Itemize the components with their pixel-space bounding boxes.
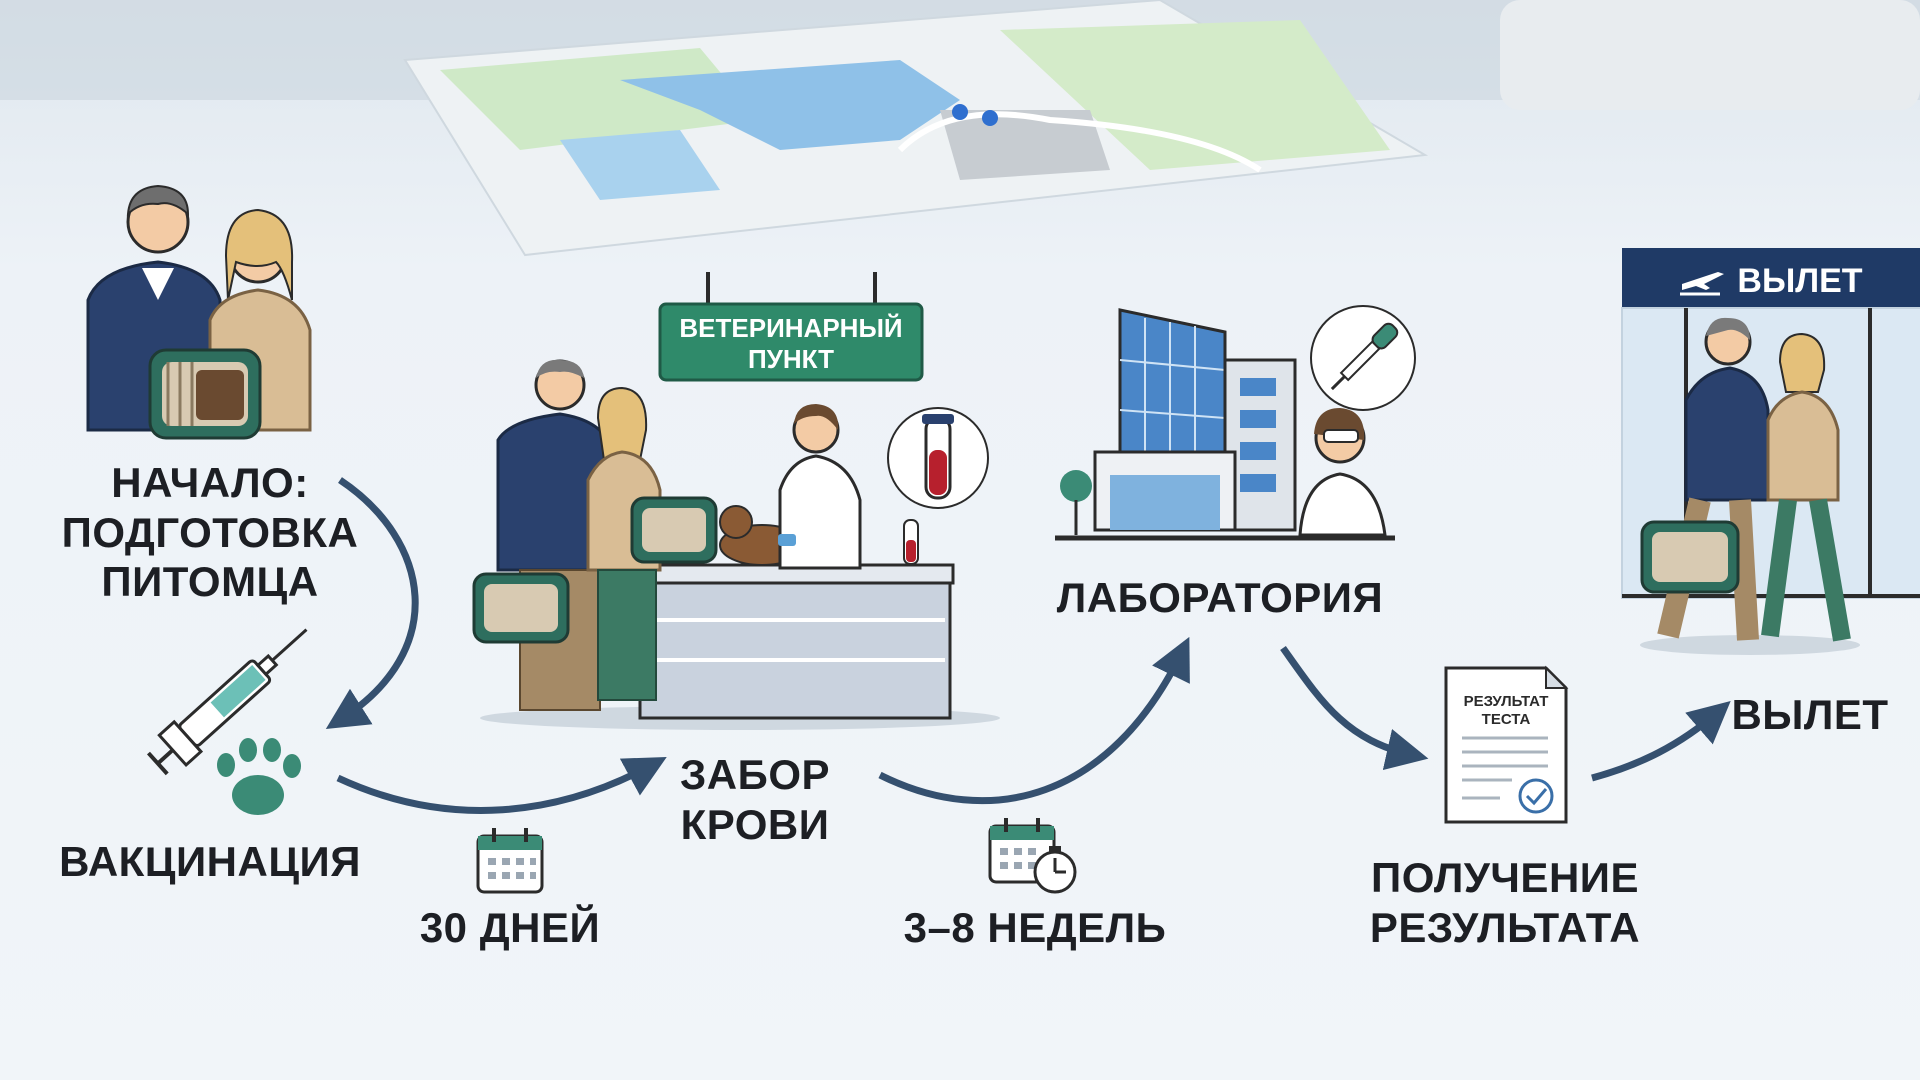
syringe-icon	[144, 615, 319, 779]
arrow-vaccination-to-blood	[338, 765, 652, 810]
step-start-label: НАЧАЛО: ПОДГОТОВКА ПИТОМЦА	[60, 458, 360, 607]
calendar-icon	[478, 828, 542, 892]
step-departure-label: ВЫЛЕТ	[1710, 690, 1910, 740]
step-result-line-2: РЕЗУЛЬТАТА	[1340, 903, 1670, 953]
test-tube-icon	[888, 408, 988, 564]
step-vaccination-label: ВАКЦИНАЦИЯ	[40, 837, 380, 887]
arrow-lab-to-result	[1283, 648, 1412, 755]
step-result-line-1: ПОЛУЧЕНИЕ	[1340, 853, 1670, 903]
step-start-line-3: ПИТОМЦА	[60, 557, 360, 607]
document-title-line-1: РЕЗУЛЬТАТ	[1464, 693, 1549, 710]
background-paper	[1500, 0, 1920, 110]
step-blood-line-2: КРОВИ	[640, 800, 870, 850]
step-wait1-label: 30 ДНЕЙ	[400, 903, 620, 953]
step-start-line-2: ПОДГОТОВКА	[60, 508, 360, 558]
step-wait2-label: 3–8 НЕДЕЛЬ	[880, 903, 1190, 953]
couple-with-pet-illustration	[88, 186, 310, 438]
step-blood-line-1: ЗАБОР	[640, 750, 870, 800]
step-result-label: ПОЛУЧЕНИЕ РЕЗУЛЬТАТА	[1340, 853, 1670, 952]
vet-sign-line-2: ПУНКТ	[748, 344, 834, 374]
step-start-line-1: НАЧАЛО:	[60, 458, 360, 508]
step-blood-label: ЗАБОР КРОВИ	[640, 750, 870, 849]
departure-gate-illustration	[1622, 248, 1920, 655]
document-icon	[1446, 668, 1566, 822]
pet-carrier-icon	[1642, 522, 1738, 592]
vet-sign-line-1: ВЕТЕРИНАРНЫЙ	[679, 313, 902, 343]
pipette-icon	[1311, 306, 1415, 410]
departure-sign-label: ВЫЛЕТ	[1737, 262, 1862, 300]
pet-carrier-icon	[150, 350, 260, 438]
document-title-line-2: ТЕСТА	[1482, 711, 1531, 728]
step-lab-label: ЛАБОРАТОРИЯ	[1050, 573, 1390, 623]
paw-icon	[217, 738, 301, 815]
arrow-result-to-departure	[1592, 712, 1718, 778]
